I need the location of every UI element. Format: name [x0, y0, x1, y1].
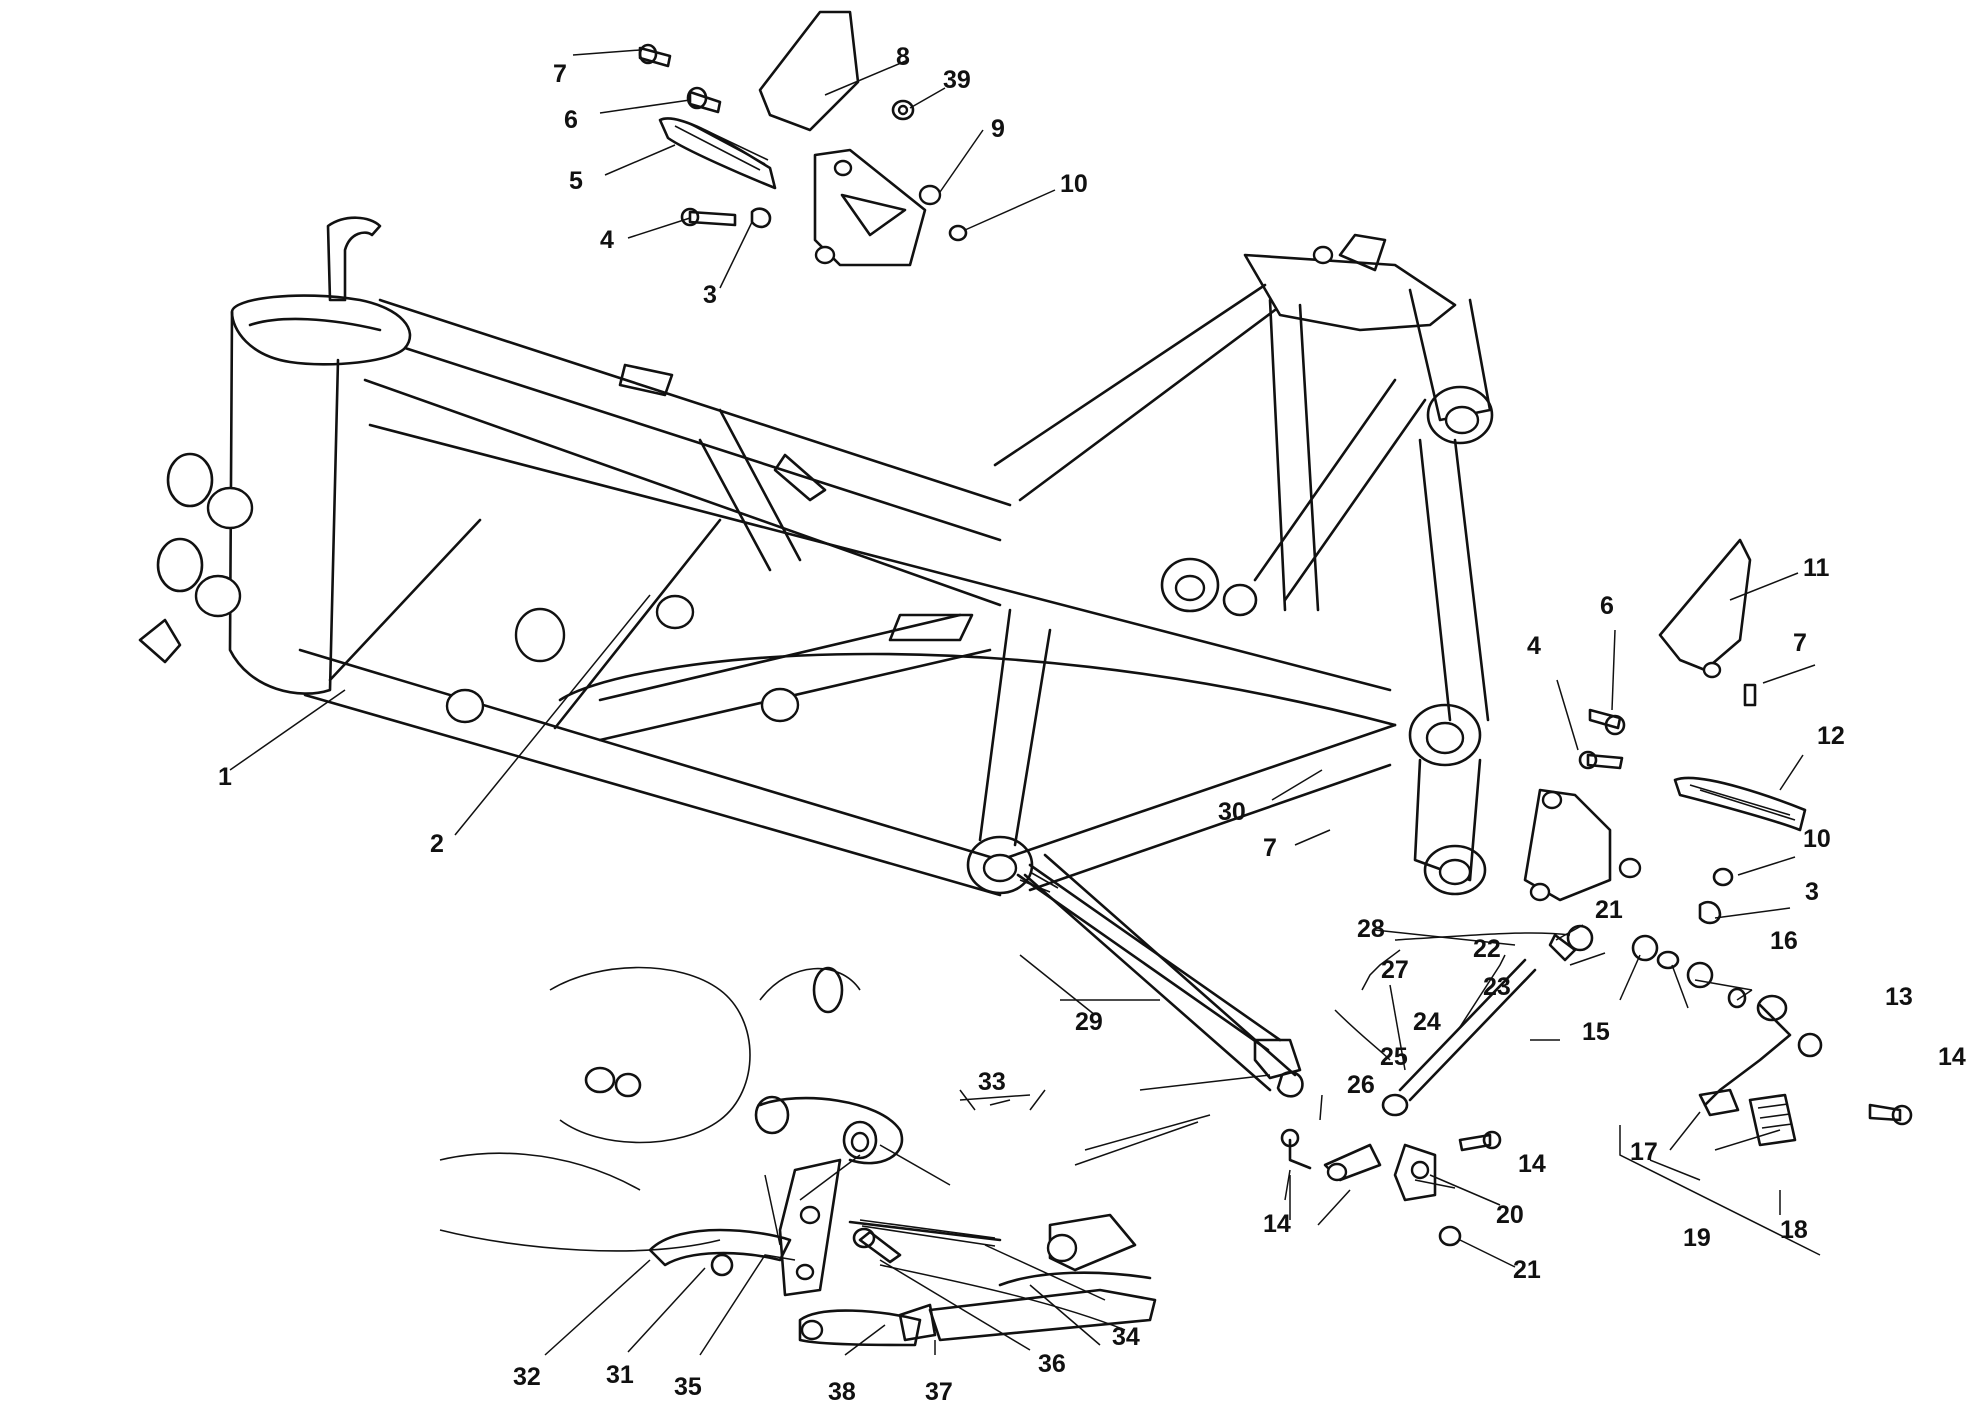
- callout-22: 22: [1473, 935, 1501, 963]
- callout-5: 5: [569, 167, 583, 195]
- callout-15: 15: [1582, 1018, 1610, 1046]
- callout-38: 38: [828, 1378, 856, 1406]
- callout-8: 8: [896, 43, 910, 71]
- callout-6-right: 6: [1600, 592, 1614, 620]
- frame-assembly: [138, 216, 1494, 897]
- callout-21-bottom: 21: [1513, 1256, 1541, 1284]
- callout-10-right: 10: [1803, 825, 1831, 853]
- callout-32: 32: [513, 1363, 541, 1391]
- callout-10-top: 10: [1060, 170, 1088, 198]
- callout-3-top: 3: [703, 281, 717, 309]
- callout-3-right: 3: [1805, 878, 1819, 906]
- callout-18: 18: [1780, 1216, 1808, 1244]
- callout-6-top: 6: [564, 106, 578, 134]
- callout-19: 19: [1683, 1224, 1711, 1252]
- callout-7-right: 7: [1793, 629, 1807, 657]
- callout-1-left: 1: [218, 763, 232, 791]
- right-footpeg-group: [1523, 538, 1807, 925]
- lower-shifter-group: [439, 966, 1157, 1347]
- callout-14-mid: 14: [1518, 1150, 1546, 1178]
- callout-39: 39: [943, 66, 971, 94]
- leader-lines: [229, 49, 1821, 1356]
- callout-14-right: 14: [1938, 1043, 1966, 1071]
- callout-9: 9: [991, 115, 1005, 143]
- callout-31: 31: [606, 1361, 634, 1389]
- callout-14-left: 14: [1263, 1210, 1291, 1238]
- callout-29: 29: [1075, 1008, 1103, 1036]
- callout-7-mid: 7: [1263, 834, 1277, 862]
- callout-37: 37: [925, 1378, 953, 1406]
- callout-25: 25: [1380, 1043, 1408, 1071]
- top-footpeg-group: [638, 10, 968, 267]
- callout-4-top: 4: [600, 226, 614, 254]
- callout-30: 30: [1218, 798, 1246, 826]
- callout-17: 17: [1630, 1138, 1658, 1166]
- callout-7-top: 7: [553, 60, 567, 88]
- callout-26: 26: [1347, 1071, 1375, 1099]
- callout-35: 35: [674, 1373, 702, 1401]
- callout-34: 34: [1112, 1323, 1140, 1351]
- callout-24: 24: [1413, 1008, 1441, 1036]
- callout-12: 12: [1817, 722, 1845, 750]
- callout-33: 33: [978, 1068, 1006, 1096]
- callout-16: 16: [1770, 927, 1798, 955]
- callout-20: 20: [1496, 1201, 1524, 1229]
- callout-28: 28: [1357, 915, 1385, 943]
- callout-13: 13: [1885, 983, 1913, 1011]
- callout-2: 2: [430, 830, 444, 858]
- callout-11: 11: [1803, 554, 1830, 582]
- callout-4-right: 4: [1527, 632, 1541, 660]
- gear-linkage-group: [1016, 853, 1913, 1247]
- callout-36: 36: [1038, 1350, 1066, 1378]
- callout-labels: 1 2 3 4 5 6 7 8 39 9 10 11 7 6 4 12 10 3…: [218, 43, 1966, 1406]
- callout-27: 27: [1381, 956, 1409, 984]
- callout-23: 23: [1483, 973, 1511, 1001]
- callout-21-top: 21: [1595, 896, 1623, 924]
